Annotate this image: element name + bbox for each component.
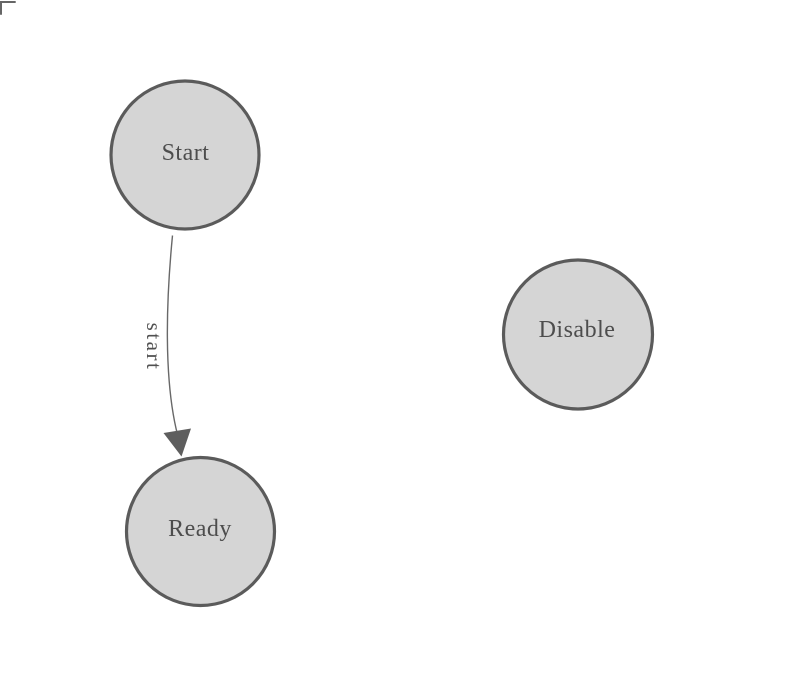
state-node-ready[interactable]: Ready xyxy=(124,455,277,608)
state-circle-start[interactable] xyxy=(109,79,261,231)
transition-edge-line[interactable] xyxy=(166,235,181,443)
transition-arrowhead-icon xyxy=(163,428,191,457)
state-circle-disable[interactable] xyxy=(501,258,655,411)
state-label-ready: Ready xyxy=(168,516,232,542)
state-label-disable: Disable xyxy=(539,317,616,343)
transition-label: start xyxy=(142,323,166,372)
state-node-disable[interactable]: Disable xyxy=(501,258,655,411)
state-circle-ready[interactable] xyxy=(124,455,277,608)
canvas-origin-corner-mark xyxy=(0,1,16,15)
state-label-start: Start xyxy=(162,140,210,166)
state-node-start[interactable]: Start xyxy=(109,79,261,231)
transition-start-to-ready[interactable]: start xyxy=(142,235,191,457)
